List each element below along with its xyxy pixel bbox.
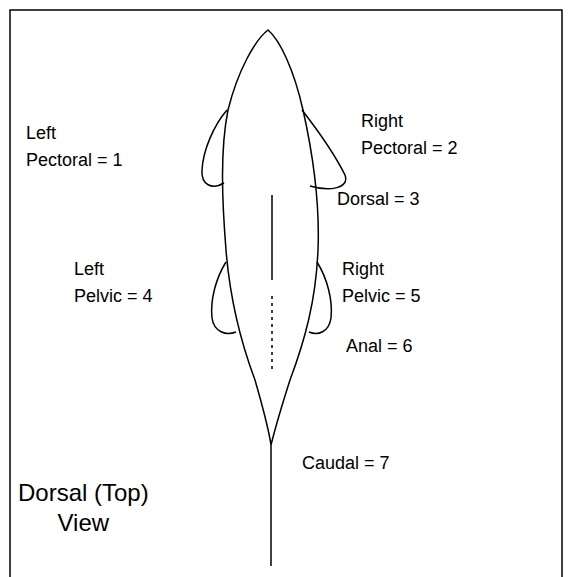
fin-label: Dorsal = 3 <box>337 186 420 213</box>
fin-label: Anal = 6 <box>346 333 413 360</box>
fin-label: Caudal = 7 <box>302 450 390 477</box>
right-pelvic-fin <box>309 262 331 333</box>
caudal-fin <box>270 445 272 566</box>
left-pectoral-fin <box>202 110 227 186</box>
right-pectoral-fin <box>302 110 346 189</box>
dorsal-fin <box>271 195 273 280</box>
fin-label: Right Pectoral = 2 <box>361 108 458 162</box>
fin-label: Left Pectoral = 1 <box>26 120 123 174</box>
fin-label: Right Pelvic = 5 <box>342 256 421 310</box>
frame-border <box>10 10 562 577</box>
left-pelvic-fin <box>212 262 236 333</box>
fish-body <box>223 30 319 445</box>
view-caption: Dorsal (Top) View <box>18 478 149 538</box>
anal-fin <box>271 296 273 372</box>
fin-label: Left Pelvic = 4 <box>74 256 153 310</box>
